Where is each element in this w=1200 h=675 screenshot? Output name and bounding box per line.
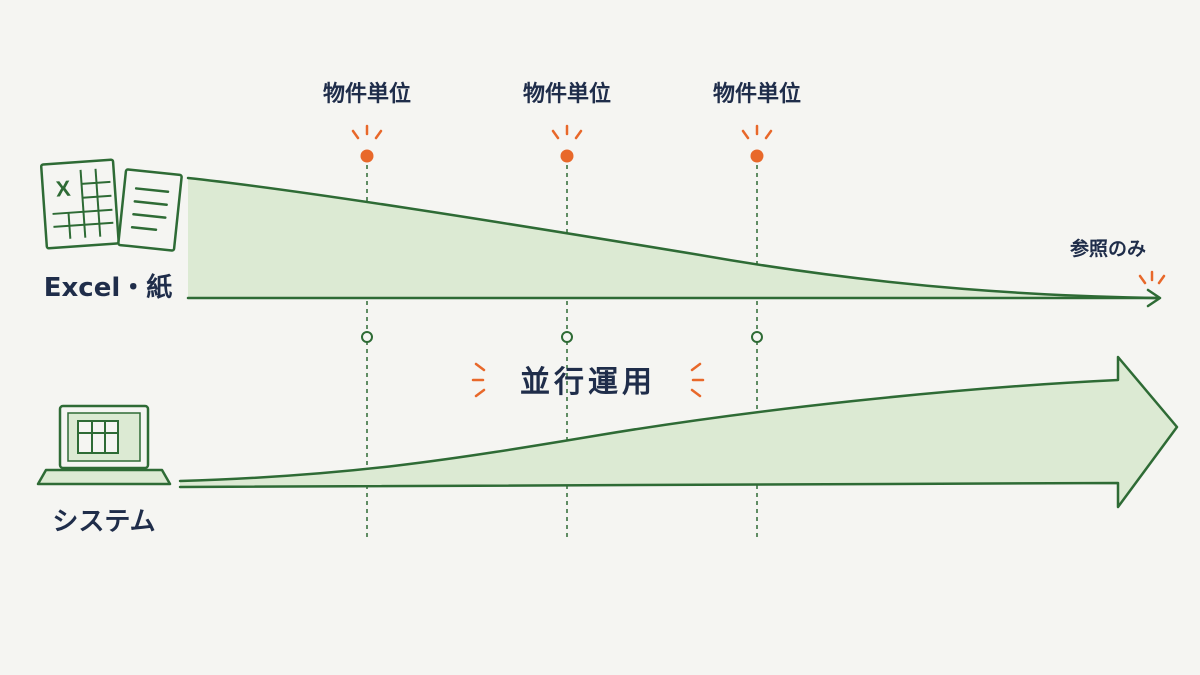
connector-node: [361, 331, 373, 343]
parallel-right-burst-icon: [690, 362, 705, 398]
legacy-end-label: 参照のみ: [1070, 237, 1146, 260]
legacy-label: Excel・紙: [44, 272, 173, 303]
milestone-burst-icon: [741, 124, 773, 140]
legacy-band-upper-edge: [186, 176, 1160, 300]
connector-node: [751, 331, 763, 343]
legacy-arrow-head: [1146, 288, 1162, 308]
milestone-dot: [750, 149, 764, 163]
excel-spreadsheet-icon: X: [39, 158, 120, 250]
milestone-label: 物件単位: [713, 81, 801, 107]
milestone-markers: [351, 124, 773, 163]
svg-text:X: X: [55, 176, 72, 202]
system-band: [178, 355, 1179, 509]
milestone-label: 物件単位: [323, 81, 411, 107]
parallel-operation: 並行運用: [471, 362, 705, 400]
system-arrow-upper-edge: [178, 355, 1179, 509]
connector-node: [561, 331, 573, 343]
milestone-burst-icon: [351, 124, 383, 140]
milestone-burst-icon: [551, 124, 583, 140]
legacy-end-burst-icon: [1138, 270, 1166, 285]
milestone-label: 物件単位: [523, 81, 611, 107]
legacy-band: [186, 176, 1166, 308]
parallel-operation-label: 並行運用: [520, 365, 656, 400]
parallel-left-burst-icon: [471, 362, 486, 398]
system-label: システム: [52, 507, 155, 537]
connector-nodes: [361, 331, 763, 343]
milestone-labels: 物件単位 物件単位 物件単位: [323, 81, 801, 107]
paper-document-icon: [117, 168, 183, 252]
milestone-dot: [560, 149, 574, 163]
laptop-icon: [36, 404, 172, 486]
milestone-dot: [360, 149, 374, 163]
legacy-band-fill: [188, 178, 1158, 298]
